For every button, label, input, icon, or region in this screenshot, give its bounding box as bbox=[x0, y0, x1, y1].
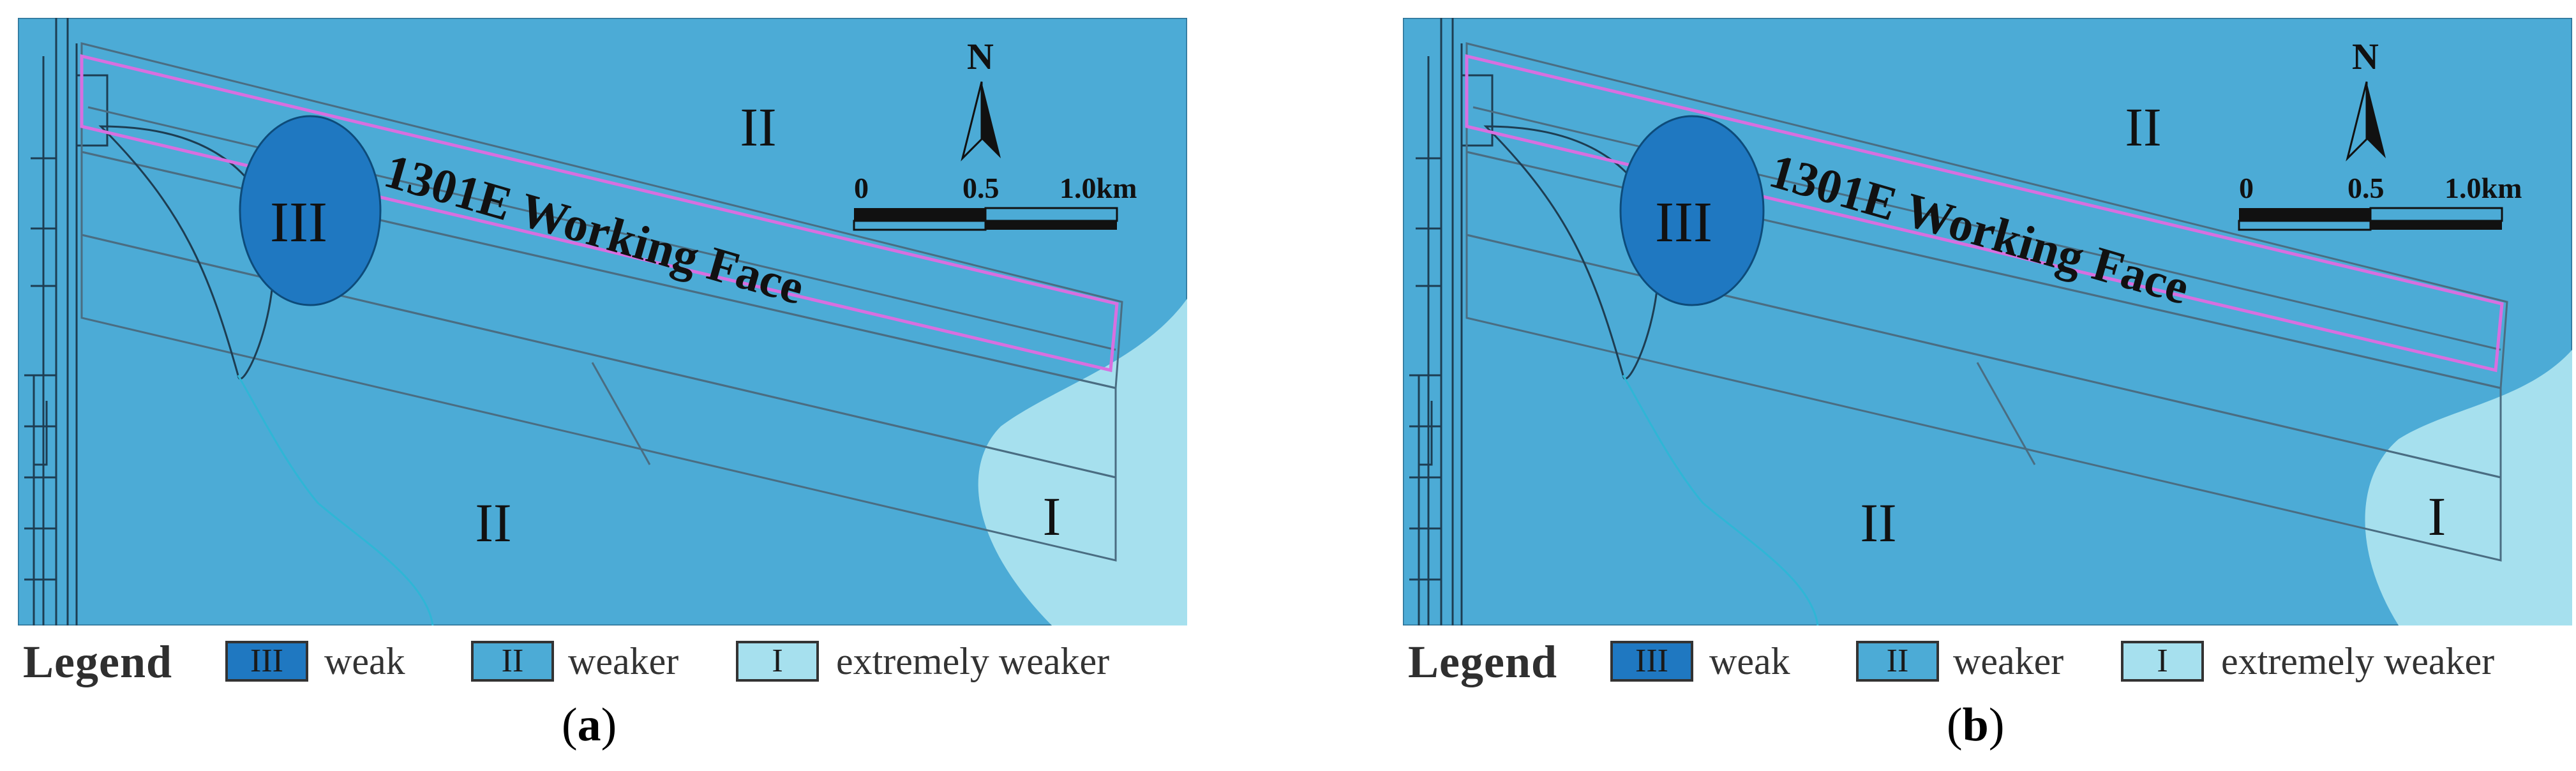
legend-label-weak: weak bbox=[324, 640, 405, 682]
svg-text:N: N bbox=[967, 36, 994, 77]
legend-title: Legend bbox=[1408, 636, 1558, 687]
zone-label-ii-bottom: II bbox=[1860, 492, 1896, 553]
zone-label-iii: III bbox=[1655, 191, 1712, 254]
zone-i-area bbox=[2365, 350, 2572, 625]
legend-label-weaker: weaker bbox=[1953, 640, 2064, 682]
legend: Legend III weak II weaker I extremely we… bbox=[1403, 633, 2576, 691]
working-face-outline bbox=[80, 54, 1119, 373]
svg-text:1.0km: 1.0km bbox=[1060, 172, 1137, 204]
zone-iii-area bbox=[239, 115, 382, 306]
legend-swatch-i: I bbox=[2121, 641, 2204, 682]
panel-caption: (a) bbox=[562, 699, 617, 751]
north-arrow-icon: N bbox=[2346, 36, 2386, 161]
legend-title: Legend bbox=[23, 636, 173, 687]
legend-swatch-ii: II bbox=[471, 641, 554, 682]
zone-i-area bbox=[978, 299, 1187, 625]
zoning-map: III II II I 1301E Working Face N 0 0.5 1… bbox=[1403, 18, 2572, 625]
working-face-outline bbox=[1465, 54, 2504, 373]
zone-label-i: I bbox=[2428, 486, 2446, 547]
legend-label-weaker: weaker bbox=[568, 640, 679, 682]
panel-a: III II II I 1301E Working Face N 0 0.5 1… bbox=[0, 0, 1200, 771]
roadway-network bbox=[24, 18, 109, 625]
svg-text:N: N bbox=[2352, 36, 2379, 77]
svg-text:0.5: 0.5 bbox=[962, 172, 1000, 204]
svg-text:0.5: 0.5 bbox=[2348, 172, 2385, 204]
zoning-map: III II II I 1301E Working Face N 0 0.5 1… bbox=[18, 18, 1187, 625]
svg-text:0: 0 bbox=[2239, 172, 2254, 204]
roadway-network bbox=[1409, 18, 1494, 625]
legend-swatch-ii: II bbox=[1856, 641, 1939, 682]
legend-swatch-iii: III bbox=[225, 641, 308, 682]
panel-b: III II II I 1301E Working Face N 0 0.5 1… bbox=[1385, 0, 2576, 771]
legend: Legend III weak II weaker I extremely we… bbox=[18, 633, 1205, 691]
scale-bar: 0 0.5 1.0km bbox=[2238, 172, 2522, 231]
legend-label-extremely-weaker: extremely weaker bbox=[2221, 640, 2495, 682]
svg-text:0: 0 bbox=[854, 172, 869, 204]
panel-caption: (b) bbox=[1947, 699, 2005, 751]
svg-text:1.0km: 1.0km bbox=[2445, 172, 2522, 204]
legend-label-extremely-weaker: extremely weaker bbox=[836, 640, 1110, 682]
north-arrow-icon: N bbox=[961, 36, 1001, 161]
zone-iii-area bbox=[1619, 115, 1765, 306]
fault-lines bbox=[1483, 125, 1819, 625]
legend-label-weak: weak bbox=[1709, 640, 1790, 682]
scale-bar: 0 0.5 1.0km bbox=[853, 172, 1137, 231]
legend-swatch-i: I bbox=[736, 641, 819, 682]
legend-swatch-iii: III bbox=[1610, 641, 1693, 682]
zone-label-ii-top: II bbox=[740, 96, 776, 158]
zone-label-i: I bbox=[1043, 486, 1061, 547]
fault-lines bbox=[98, 125, 434, 625]
zone-label-iii: III bbox=[270, 191, 327, 254]
zone-label-ii-bottom: II bbox=[475, 492, 511, 553]
zone-label-ii-top: II bbox=[2125, 96, 2161, 158]
